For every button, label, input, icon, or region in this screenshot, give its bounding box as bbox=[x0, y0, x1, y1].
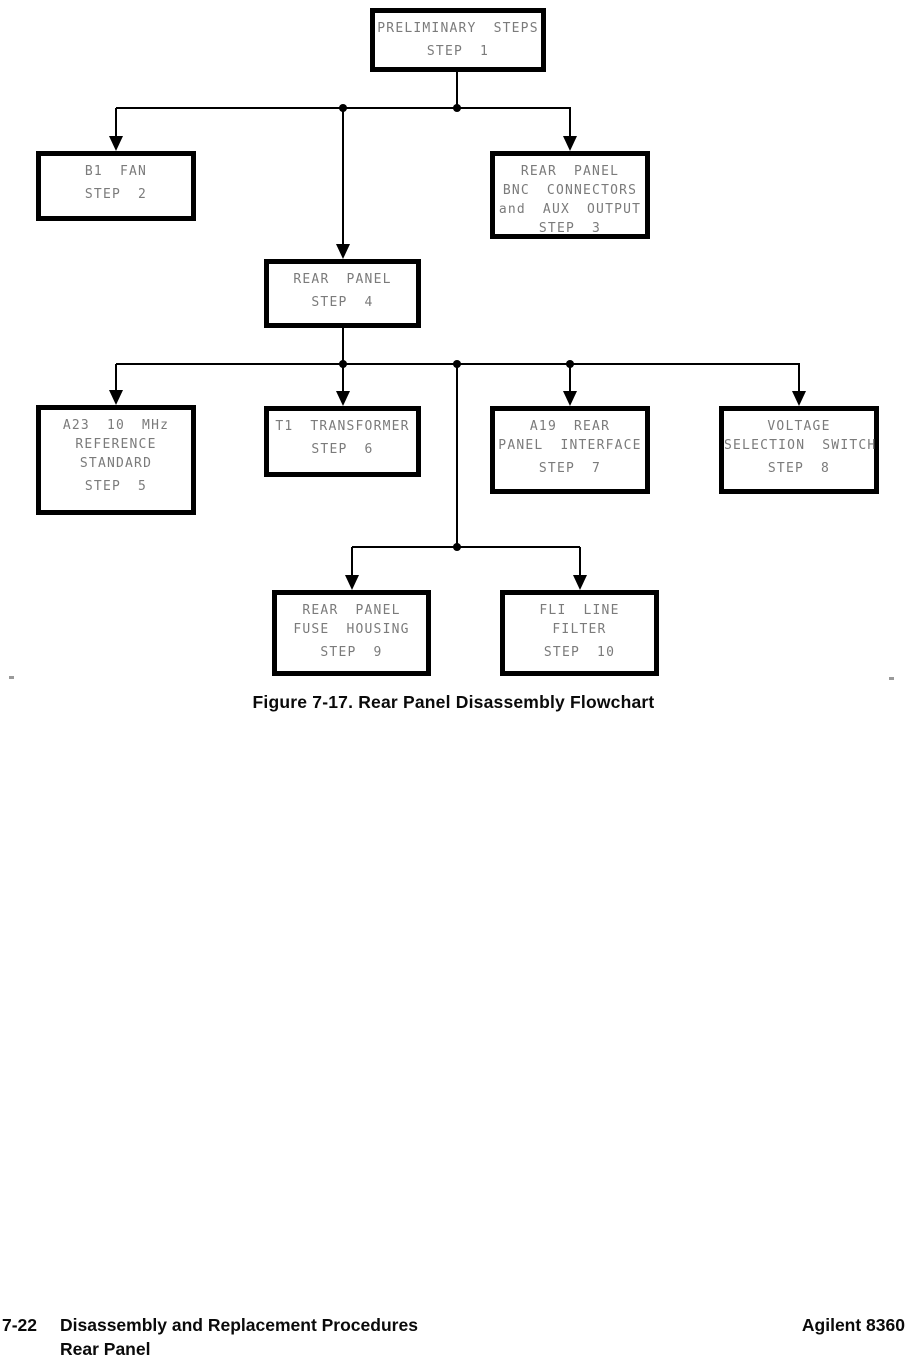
flowchart-box-step-4: REAR PANEL STEP 4 bbox=[264, 259, 421, 328]
figure-caption: Figure 7-17. Rear Panel Disassembly Flow… bbox=[252, 692, 655, 712]
box-line: STEP 10 bbox=[543, 645, 616, 660]
box-line: REAR PANEL bbox=[293, 272, 392, 287]
box-line: STEP 3 bbox=[538, 221, 602, 236]
box-line: PRELIMINARY STEPS bbox=[377, 21, 539, 36]
flowchart-box-step-6: T1 TRANSFORMER STEP 6 bbox=[264, 406, 421, 477]
box-line: VOLTAGE bbox=[767, 419, 831, 434]
flowchart-box-step-9: REAR PANEL FUSE HOUSING STEP 9 bbox=[272, 590, 431, 676]
left-registration-mark bbox=[9, 676, 14, 679]
box-line: PANEL INTERFACE bbox=[498, 438, 642, 453]
connector-line bbox=[351, 547, 353, 576]
footer-section-title: Disassembly and Replacement Procedures bbox=[60, 1315, 418, 1335]
connector-line bbox=[579, 547, 581, 576]
arrow-down-icon bbox=[563, 391, 577, 406]
box-line: STANDARD bbox=[79, 456, 153, 471]
arrow-down-icon bbox=[573, 575, 587, 590]
box-line: B1 FAN bbox=[84, 164, 148, 179]
connector-line bbox=[456, 72, 458, 109]
arrow-down-icon bbox=[336, 244, 350, 259]
box-line: STEP 8 bbox=[767, 461, 831, 476]
connector-line bbox=[569, 108, 571, 138]
box-line: FILTER bbox=[552, 622, 607, 637]
box-line: STEP 5 bbox=[84, 479, 148, 494]
flowchart-box-step-7: A19 REAR PANEL INTERFACE STEP 7 bbox=[490, 406, 650, 494]
arrow-down-icon bbox=[792, 391, 806, 406]
box-line: STEP 9 bbox=[320, 645, 383, 660]
box-line: STEP 6 bbox=[311, 442, 374, 457]
box-line: A19 REAR bbox=[529, 419, 611, 434]
arrow-down-icon bbox=[109, 136, 123, 151]
flowchart-box-step-1: PRELIMINARY STEPS STEP 1 bbox=[370, 8, 546, 72]
flowchart-box-step-10: FLI LINE FILTER STEP 10 bbox=[500, 590, 659, 676]
flowchart-box-step-8: VOLTAGE SELECTION SWITCH STEP 8 bbox=[719, 406, 879, 494]
flowchart-box-step-3: REAR PANEL BNC CONNECTORS and AUX OUTPUT ST… bbox=[490, 151, 650, 239]
box-line: REAR PANEL bbox=[520, 164, 620, 179]
flowchart-box-step-2: B1 FAN STEP 2 bbox=[36, 151, 196, 221]
arrow-down-icon bbox=[109, 390, 123, 405]
connector-line bbox=[342, 328, 344, 364]
box-line: REAR PANEL bbox=[302, 603, 401, 618]
box-line: A23 10 MHz bbox=[62, 418, 170, 433]
connector-line bbox=[342, 108, 344, 246]
box-line: SELECTION SWITCH bbox=[724, 438, 877, 453]
box-line: STEP 7 bbox=[538, 461, 602, 476]
connector-line bbox=[342, 364, 344, 393]
connector-line bbox=[456, 364, 458, 548]
right-registration-mark bbox=[889, 677, 894, 680]
connector-line bbox=[352, 546, 580, 548]
box-line: FLI LINE bbox=[539, 603, 620, 618]
box-line: FUSE HOUSING bbox=[293, 622, 410, 637]
box-line: T1 TRANSFORMER bbox=[275, 419, 410, 434]
box-line: STEP 4 bbox=[311, 295, 374, 310]
footer-page-number: 7-22 bbox=[2, 1315, 38, 1335]
junction-dot bbox=[453, 104, 461, 112]
junction-dot bbox=[453, 543, 461, 551]
arrow-down-icon bbox=[345, 575, 359, 590]
connector-line bbox=[798, 364, 800, 393]
box-line: BNC CONNECTORS bbox=[502, 183, 638, 198]
footer-subsection: Rear Panel bbox=[60, 1339, 151, 1359]
box-line: STEP 2 bbox=[84, 187, 148, 202]
box-line: and AUX OUTPUT bbox=[498, 202, 642, 217]
box-line: REFERENCE bbox=[75, 437, 157, 452]
footer-product-name: Agilent 8360 bbox=[801, 1315, 905, 1335]
arrow-down-icon bbox=[563, 136, 577, 151]
connector-line bbox=[115, 364, 117, 392]
connector-line bbox=[115, 108, 117, 138]
arrow-down-icon bbox=[336, 391, 350, 406]
box-line: STEP 1 bbox=[426, 44, 490, 59]
connector-line bbox=[569, 364, 571, 393]
